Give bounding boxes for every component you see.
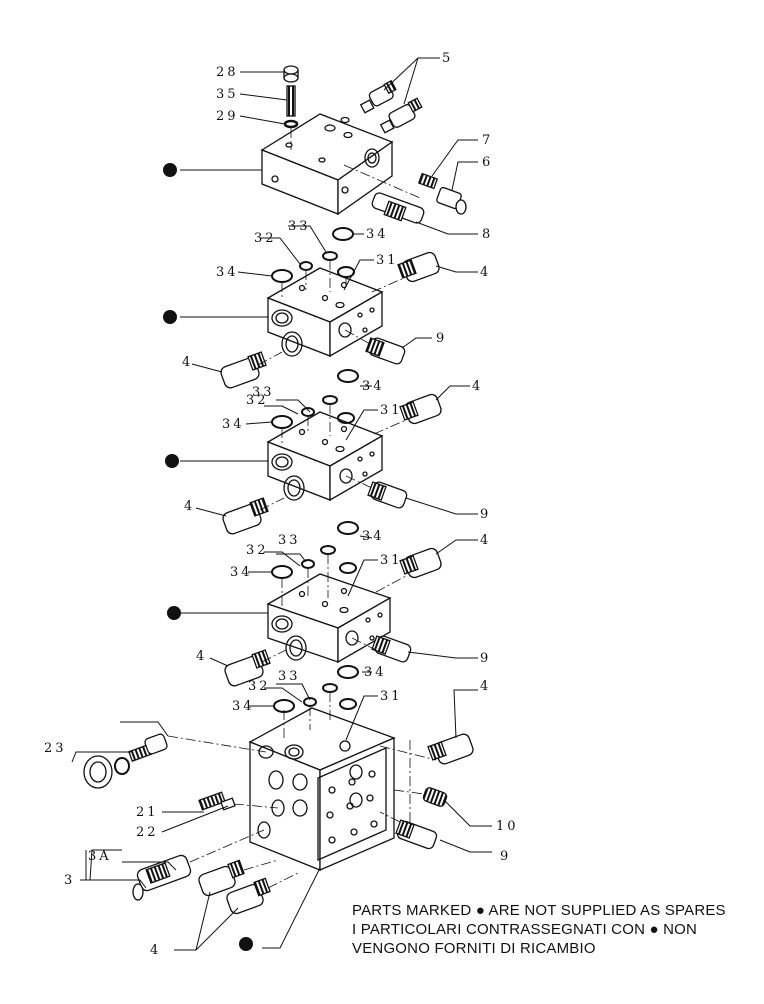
callout-s3-4-front: 4 xyxy=(196,649,207,664)
section-3-valve-4-front xyxy=(224,649,271,687)
top-cover-block xyxy=(260,113,394,216)
section-3-valve-9 xyxy=(371,635,412,663)
callout-s1-31: 31 xyxy=(376,253,399,268)
callout-s1-9: 9 xyxy=(436,331,447,346)
dot-marker-section-1 xyxy=(163,310,177,324)
callout-s1-33: 33 xyxy=(288,219,311,234)
plug-6 xyxy=(436,186,467,215)
valve-section-1 xyxy=(266,267,384,358)
dot-marker-section-2 xyxy=(165,454,179,468)
section-2-valve-4-rear xyxy=(399,393,442,425)
section-1-valve-9 xyxy=(365,337,406,365)
callout-s2-31: 31 xyxy=(380,403,403,418)
callout-s3-34-left: 34 xyxy=(230,565,253,580)
note-line-3: VENGONO FORNITI DI RICAMBIO xyxy=(352,940,596,957)
note-line-1: PARTS MARKED ● ARE NOT SUPPLIED AS SPARE… xyxy=(352,902,726,919)
callout-9-bottom: 9 xyxy=(500,849,511,864)
valve-9-bottom xyxy=(395,819,438,850)
callout-s1-34-left: 34 xyxy=(216,265,239,280)
screw-28-35-29 xyxy=(283,65,299,129)
callout-21: 21 xyxy=(136,805,159,820)
callout-s3-32: 32 xyxy=(246,543,269,558)
section-3-seals xyxy=(271,521,359,579)
dot-marker-inlet xyxy=(239,937,253,951)
callout-s3-33: 33 xyxy=(278,533,301,548)
note-line-2: I PARTICOLARI CONTRASSEGNATI CON ● NON xyxy=(352,921,698,938)
callout-s2-4-rear: 4 xyxy=(472,379,483,394)
callout-s3-31: 31 xyxy=(380,553,403,568)
valve-5b xyxy=(379,97,423,134)
callout-6: 6 xyxy=(482,155,493,170)
valve-4-bottom-a xyxy=(198,859,245,897)
section-2-valve-4-front xyxy=(222,497,269,535)
callout-s2-32: 32 xyxy=(246,393,269,408)
plug-23-assembly xyxy=(83,733,168,789)
section-2-valve-9 xyxy=(367,481,408,509)
valve-5a xyxy=(359,79,397,114)
callout-labels: 28 35 29 5 7 6 8 33 32 34 34 31 4 4 9 34… xyxy=(44,51,519,958)
callout-s3-4-rear: 4 xyxy=(480,533,491,548)
relief-valve-3 xyxy=(132,854,192,901)
callout-10: 10 xyxy=(496,819,519,834)
callout-s2-4-front: 4 xyxy=(184,499,195,514)
callout-s3-34-top: 34 xyxy=(362,529,385,544)
callout-s2-34-top: 34 xyxy=(362,379,385,394)
callout-s2-34-left: 34 xyxy=(222,417,245,432)
callout-s3-9: 9 xyxy=(480,651,491,666)
callout-3: 3 xyxy=(64,873,75,888)
valve-4-bottom-b xyxy=(226,877,271,915)
callout-s1-4-front: 4 xyxy=(182,355,193,370)
callout-28: 28 xyxy=(216,65,239,80)
callout-35: 35 xyxy=(216,87,239,102)
inlet-section xyxy=(248,707,396,871)
assembly-centerlines xyxy=(167,128,437,889)
not-supplied-markers xyxy=(163,163,253,951)
dot-marker-cover xyxy=(163,163,177,177)
spring-7 xyxy=(417,172,439,190)
callout-s2-33: 33 xyxy=(252,385,275,400)
section-1-valve-4-front xyxy=(220,351,267,389)
section-3-valve-4-rear xyxy=(399,547,442,579)
callout-29: 29 xyxy=(216,109,239,124)
callout-s4-34-top: 34 xyxy=(364,665,387,680)
callout-s4-34-left: 34 xyxy=(232,699,255,714)
callout-s1-32: 32 xyxy=(254,231,277,246)
valve-section-3 xyxy=(266,573,392,664)
callout-5: 5 xyxy=(442,51,453,66)
section-4-valve-4-rear xyxy=(427,733,474,765)
plug-10 xyxy=(422,787,448,807)
callout-8: 8 xyxy=(482,227,493,242)
callout-23: 23 xyxy=(44,741,67,756)
leader-lines xyxy=(71,57,492,951)
dot-marker-section-3 xyxy=(167,606,181,620)
callout-22: 22 xyxy=(136,825,159,840)
callout-s4-33: 33 xyxy=(278,669,301,684)
callout-s2-9: 9 xyxy=(480,507,491,522)
callout-s4-4: 4 xyxy=(480,679,491,694)
callout-3A: 3A xyxy=(88,849,112,864)
section-1-valve-4-rear xyxy=(397,251,440,283)
valve-8 xyxy=(371,192,425,224)
callout-7: 7 xyxy=(482,133,493,148)
callout-s4-32: 32 xyxy=(248,679,271,694)
callout-4-bottom: 4 xyxy=(150,943,161,958)
valve-section-2 xyxy=(266,411,384,502)
callout-s1-4-rear: 4 xyxy=(480,265,491,280)
plug-21 xyxy=(198,791,226,811)
callout-s1-34-top: 34 xyxy=(366,227,389,242)
callout-s4-31: 31 xyxy=(380,689,403,704)
